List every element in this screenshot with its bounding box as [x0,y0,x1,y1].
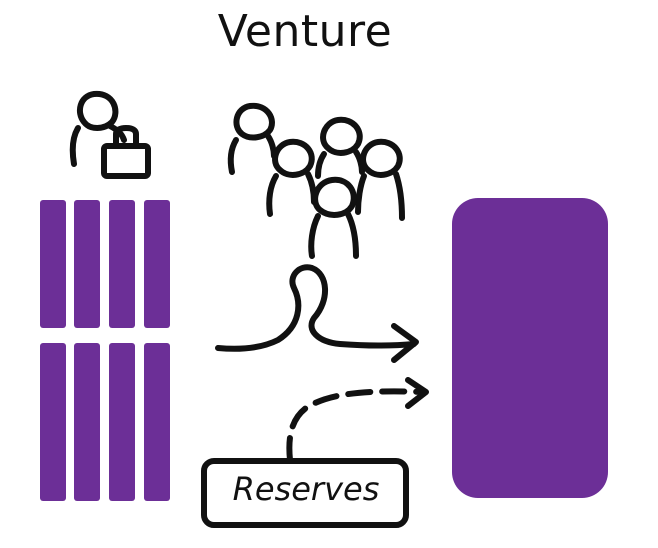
bar-bottom-4 [144,343,170,501]
bar-bottom-3 [109,343,135,501]
venture-block [452,198,608,498]
bar-top-1 [40,200,66,328]
bar-top-2 [74,200,100,328]
reserves-label: Reserves [232,470,380,508]
reserves-box [201,458,409,528]
bar-bottom-2 [74,343,100,501]
left-bar-grid [40,200,170,501]
diagram-title: Venture [217,6,393,57]
looping-flow-arrow-icon [215,264,419,363]
bar-bottom-1 [40,343,66,501]
investor-group-icon [227,102,405,259]
reserves-dashed-arrow-icon [286,377,429,463]
founder-with-briefcase-icon [69,90,151,179]
bar-top-4 [144,200,170,328]
bar-top-3 [109,200,135,328]
